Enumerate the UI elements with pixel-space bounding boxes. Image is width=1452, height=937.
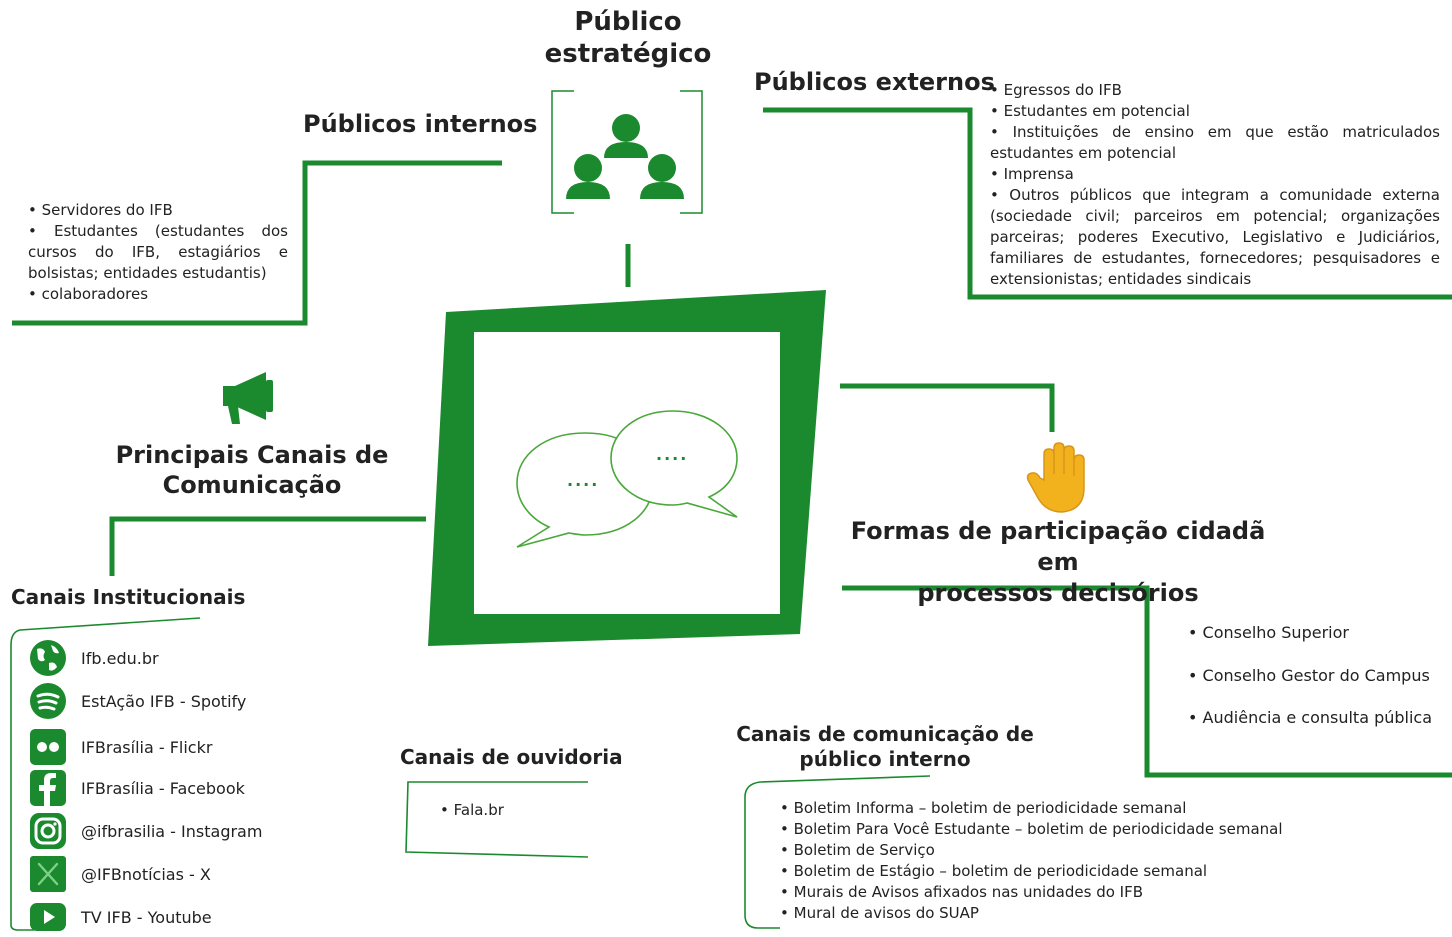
ouvidoria-list: Fala.br — [440, 800, 580, 821]
list-item: Estudantes (estudantes dos cursos do IFB… — [28, 221, 288, 284]
channel-item-flickr[interactable]: IFBrasília - Flickr — [28, 727, 212, 767]
connector-publicos-internos — [12, 160, 502, 326]
bubble-dots-right: .... — [656, 445, 689, 464]
publicos-externos-title: Públicos externos — [754, 68, 995, 96]
raised-hand-icon — [1022, 440, 1098, 516]
list-item: Estudantes em potencial — [990, 101, 1440, 122]
list-item: Egressos do IFB — [990, 80, 1440, 101]
list-item: Imprensa — [990, 164, 1440, 185]
list-item: Fala.br — [440, 800, 580, 821]
bracket-ouvidoria — [405, 781, 589, 858]
ouvidoria-title: Canais de ouvidoria — [400, 745, 623, 769]
x-icon — [28, 854, 68, 894]
channel-label: @ifbrasilia - Instagram — [81, 821, 263, 841]
channel-label: @IFBnotícias - X — [81, 864, 211, 884]
list-item: Audiência e consulta pública — [1188, 707, 1448, 729]
channel-item-site[interactable]: Ifb.edu.br — [28, 638, 159, 678]
channel-item-x[interactable]: @IFBnotícias - X — [28, 854, 211, 894]
list-item: Outros públicos que integram a comunidad… — [990, 185, 1440, 290]
principais-canais-title: Principais Canais de Comunicação — [112, 440, 392, 500]
megaphone-icon — [220, 370, 282, 426]
connector-participacao-bottom — [842, 585, 1452, 778]
list-item: Instituições de ensino em que estão matr… — [990, 122, 1440, 164]
participacao-list: Conselho Superior Conselho Gestor do Cam… — [1188, 622, 1448, 729]
list-item: Conselho Gestor do Campus — [1188, 665, 1448, 687]
list-item: Boletim Para Você Estudante – boletim de… — [780, 819, 1340, 840]
principais-canais-line2: Comunicação — [162, 471, 342, 499]
publico-interno-canais-line2: público interno — [799, 747, 971, 771]
publico-interno-canais-title: Canais de comunicação de público interno — [735, 722, 1035, 772]
list-item: Boletim Informa – boletim de periodicida… — [780, 798, 1340, 819]
list-item: Boletim de Estágio – boletim de periodic… — [780, 861, 1340, 882]
channel-item-facebook[interactable]: IFBrasília - Facebook — [28, 768, 245, 808]
list-item: Servidores do IFB — [28, 200, 288, 221]
people-group-icon — [548, 88, 706, 218]
publico-estrategico-line1: Público — [574, 7, 682, 37]
instagram-icon — [28, 811, 68, 851]
publico-estrategico-line2: estratégico — [544, 39, 712, 69]
channel-label: Ifb.edu.br — [81, 648, 159, 668]
channel-label: IFBrasília - Facebook — [81, 778, 245, 798]
connector-principais-canais — [109, 516, 426, 576]
publicos-externos-list: Egressos do IFB Estudantes em potencial … — [990, 80, 1440, 290]
participacao-title: Formas de participação cidadã em process… — [838, 516, 1278, 609]
principais-canais-line1: Principais Canais de — [115, 441, 389, 469]
spotify-icon — [28, 681, 68, 721]
facebook-icon — [28, 768, 68, 808]
speech-bubbles-icon: .... .... — [505, 405, 745, 555]
publico-estrategico-title: Público estratégico — [528, 6, 728, 70]
list-item: colaboradores — [28, 284, 288, 305]
bracket-canais-institucionais — [10, 617, 201, 931]
bubble-dots-left: .... — [567, 471, 600, 490]
publicos-internos-title: Públicos internos — [303, 110, 538, 138]
channel-label: IFBrasília - Flickr — [81, 737, 213, 757]
participacao-line1: Formas de participação cidadã em — [850, 517, 1266, 576]
canais-institucionais-title: Canais Institucionais — [11, 585, 246, 609]
channel-item-spotify[interactable]: EstAção IFB - Spotify — [28, 681, 246, 721]
connector-publicos-externos — [763, 107, 1452, 300]
channel-item-instagram[interactable]: @ifbrasilia - Instagram — [28, 811, 262, 851]
channel-label: TV IFB - Youtube — [81, 907, 212, 927]
flickr-icon — [28, 727, 68, 767]
list-item: Mural de avisos do SUAP — [780, 903, 1340, 924]
globe-icon — [28, 638, 68, 678]
channel-label: EstAção IFB - Spotify — [81, 691, 247, 711]
list-item: Conselho Superior — [1188, 622, 1448, 644]
participacao-line2: processos decisórios — [917, 579, 1199, 607]
connector-participacao-top — [840, 383, 1055, 432]
publico-interno-canais-list: Boletim Informa – boletim de periodicida… — [780, 798, 1340, 924]
list-item: Boletim de Serviço — [780, 840, 1340, 861]
channel-item-youtube[interactable]: TV IFB - Youtube — [28, 897, 212, 937]
publico-interno-canais-line1: Canais de comunicação de — [736, 722, 1034, 746]
bracket-publico-interno — [744, 775, 931, 929]
list-item: Murais de Avisos afixados nas unidades d… — [780, 882, 1340, 903]
publicos-internos-list: Servidores do IFB Estudantes (estudantes… — [28, 200, 288, 305]
youtube-icon — [28, 897, 68, 937]
